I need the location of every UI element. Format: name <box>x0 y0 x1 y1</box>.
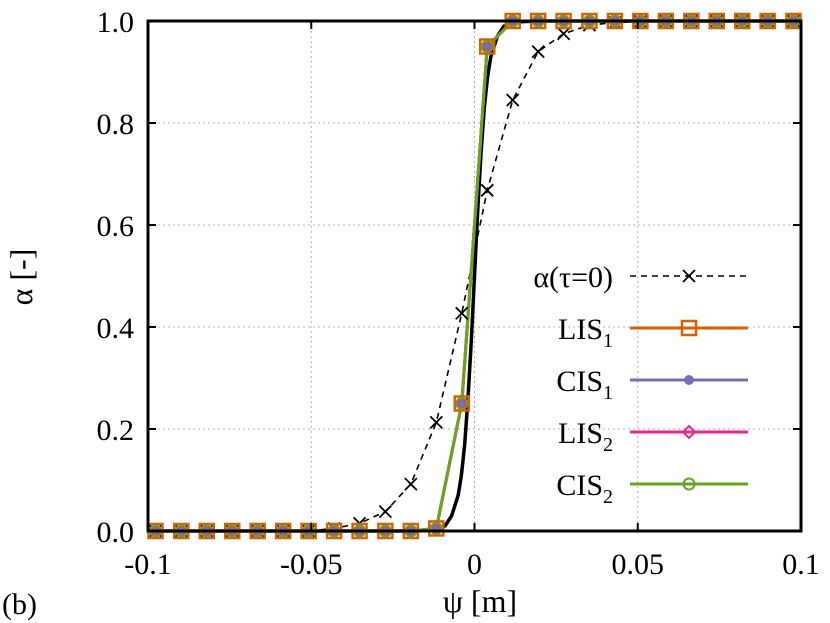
y-tick-label: 1.0 <box>97 6 135 39</box>
legend-marker-3 <box>681 424 697 440</box>
data-point <box>556 27 571 41</box>
data-point <box>455 397 469 410</box>
legend-label-0: α(τ=0) <box>533 261 613 294</box>
x-tick-label: -0.05 <box>280 548 343 581</box>
cross-stroke <box>506 93 520 107</box>
data-point <box>429 521 443 535</box>
data-point <box>404 477 418 491</box>
y-axis-label: α [-] <box>3 249 39 306</box>
data-point <box>480 40 494 53</box>
x-tick-label: 0.1 <box>782 548 820 581</box>
data-point <box>455 306 469 320</box>
y-tick-label: 0.6 <box>97 210 135 243</box>
legend-marker-0 <box>682 269 696 283</box>
x-tick-label: 0.05 <box>612 548 665 581</box>
x-tick-label: -0.1 <box>124 548 172 581</box>
data-point <box>531 44 545 59</box>
cross-stroke <box>429 415 443 430</box>
cross-stroke <box>480 183 494 197</box>
data-point <box>429 415 443 430</box>
legend-marker-4 <box>682 477 696 491</box>
y-tick-label: 0.8 <box>97 108 135 141</box>
cross-stroke <box>455 306 469 320</box>
y-tick-label: 0.0 <box>97 516 135 549</box>
data-point <box>480 183 494 197</box>
y-tick-label: 0.4 <box>97 312 135 345</box>
x-tick-label: 0 <box>467 548 482 581</box>
cross-stroke <box>404 477 418 491</box>
cross-stroke <box>531 44 545 59</box>
axis-ticks: -0.1 -0.05 0 0.05 0.1 0.0 0.2 0.4 0.6 0.8 1.0 <box>97 6 820 581</box>
cross-stroke <box>378 504 393 519</box>
cross-stroke <box>682 269 696 283</box>
y-tick-label: 0.2 <box>97 414 135 447</box>
exact-profile-line <box>148 19 801 533</box>
cross-stroke <box>556 27 571 41</box>
legend-marker-1 <box>680 319 698 337</box>
data-point <box>378 504 393 519</box>
x-axis-label: ψ [m] <box>443 583 517 619</box>
legend-marker-2 <box>684 375 694 385</box>
panel-label: (b) <box>2 588 37 621</box>
data-point <box>506 93 520 107</box>
